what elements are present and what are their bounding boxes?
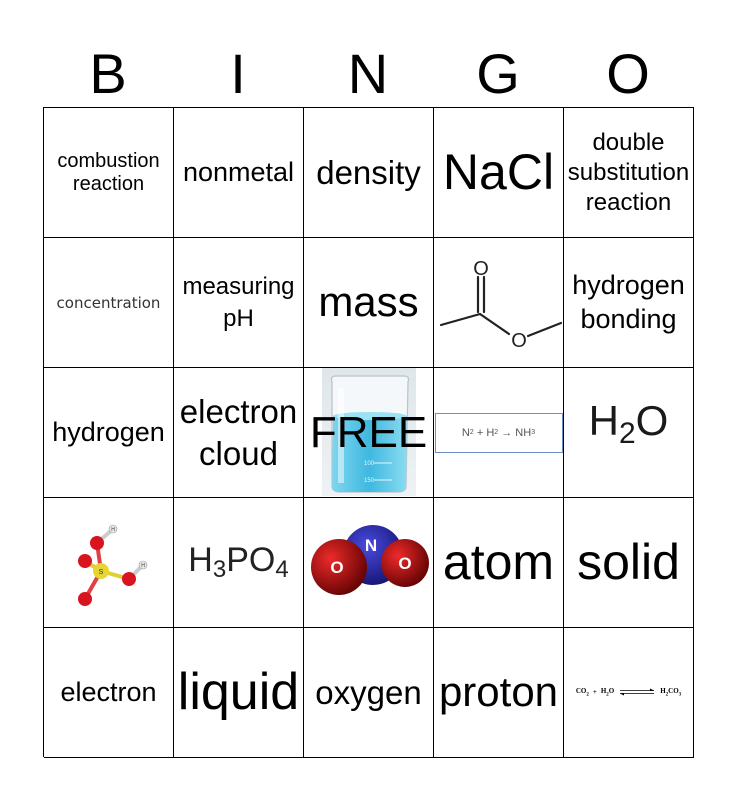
- svg-text:O: O: [398, 554, 411, 573]
- beaker-image-icon: 100 150: [322, 368, 416, 496]
- bingo-cell[interactable]: H2O: [564, 368, 694, 498]
- equilibrium-arrows-icon: [620, 688, 655, 696]
- cell-label: hydrogen: [52, 416, 165, 447]
- bingo-cell[interactable]: O O: [434, 238, 564, 368]
- bingo-cell[interactable]: CO2 + H2O H2CO3: [564, 628, 694, 758]
- bingo-cell[interactable]: proton: [434, 628, 564, 758]
- bingo-cell[interactable]: electron: [44, 628, 174, 758]
- svg-text:N: N: [364, 536, 376, 555]
- bingo-cell[interactable]: solid: [564, 498, 694, 628]
- bingo-grid: combustion reaction nonmetal density NaC…: [43, 107, 694, 758]
- bingo-cell[interactable]: density: [304, 108, 434, 238]
- free-space-label: FREE: [309, 407, 428, 457]
- bingo-cell[interactable]: concentration: [44, 238, 174, 368]
- bingo-cell[interactable]: atom: [434, 498, 564, 628]
- cell-label: concentration: [56, 293, 161, 312]
- svg-text:100: 100: [364, 461, 375, 467]
- cell-label: proton: [438, 668, 559, 716]
- svg-text:S: S: [98, 569, 103, 576]
- bingo-cell[interactable]: NaCl: [434, 108, 564, 238]
- bingo-cell[interactable]: hydrogen: [44, 368, 174, 498]
- header-letter-b: B: [89, 42, 127, 105]
- header-letter-i: I: [230, 42, 246, 105]
- cell-label: measuring pH: [182, 273, 295, 332]
- bingo-header: B I N G O: [43, 40, 693, 108]
- svg-text:H: H: [111, 527, 115, 533]
- bingo-cell[interactable]: N O O: [304, 498, 434, 628]
- svg-text:150: 150: [364, 478, 375, 484]
- cell-label: double substitution reaction: [567, 128, 690, 216]
- cell-label: density: [316, 153, 421, 191]
- cell-label: electron: [60, 676, 157, 707]
- methyl-acetate-structure-icon: O O: [439, 258, 562, 352]
- equation-co2-h2o-h2co3: CO2 + H2O H2CO3: [575, 687, 682, 698]
- bingo-cell[interactable]: mass: [304, 238, 434, 368]
- cell-label: combustion reaction: [57, 149, 160, 195]
- free-space-cell[interactable]: 100 150 FREE: [304, 368, 434, 498]
- header-letter-n: N: [347, 42, 389, 105]
- bingo-cell[interactable]: measuring pH: [174, 238, 304, 368]
- bingo-cell[interactable]: hydrogen bonding: [564, 238, 694, 368]
- cell-label: solid: [577, 533, 680, 590]
- bingo-cell[interactable]: electron cloud: [174, 368, 304, 498]
- svg-text:O: O: [330, 558, 343, 577]
- cell-label: atom: [442, 533, 555, 590]
- bingo-cell[interactable]: H3PO4: [174, 498, 304, 628]
- cell-label: mass: [318, 278, 419, 326]
- formula-h3po4: H3PO4: [188, 541, 289, 583]
- sulfuric-acid-model-icon: S H H: [77, 524, 147, 606]
- cell-label: nonmetal: [182, 156, 295, 187]
- svg-text:H: H: [141, 563, 145, 569]
- bingo-cell[interactable]: liquid: [174, 628, 304, 758]
- bingo-cell[interactable]: S H H: [44, 498, 174, 628]
- formula-h2o: H2O: [588, 396, 669, 450]
- bingo-cell[interactable]: oxygen: [304, 628, 434, 758]
- nitrogen-dioxide-model-icon: N O O: [310, 524, 429, 595]
- bingo-cell[interactable]: double substitution reaction: [564, 108, 694, 238]
- bingo-cell[interactable]: nonmetal: [174, 108, 304, 238]
- cell-label: liquid: [177, 662, 300, 721]
- cell-label: electron cloud: [179, 393, 298, 472]
- header-letter-g: G: [476, 42, 520, 105]
- cell-label: NaCl: [442, 143, 555, 200]
- bingo-cell[interactable]: combustion reaction: [44, 108, 174, 238]
- svg-text:O: O: [511, 330, 527, 352]
- cell-label: oxygen: [315, 673, 422, 711]
- header-letter-o: O: [606, 42, 650, 105]
- svg-text:O: O: [473, 258, 489, 280]
- cell-label: hydrogen bonding: [572, 269, 685, 334]
